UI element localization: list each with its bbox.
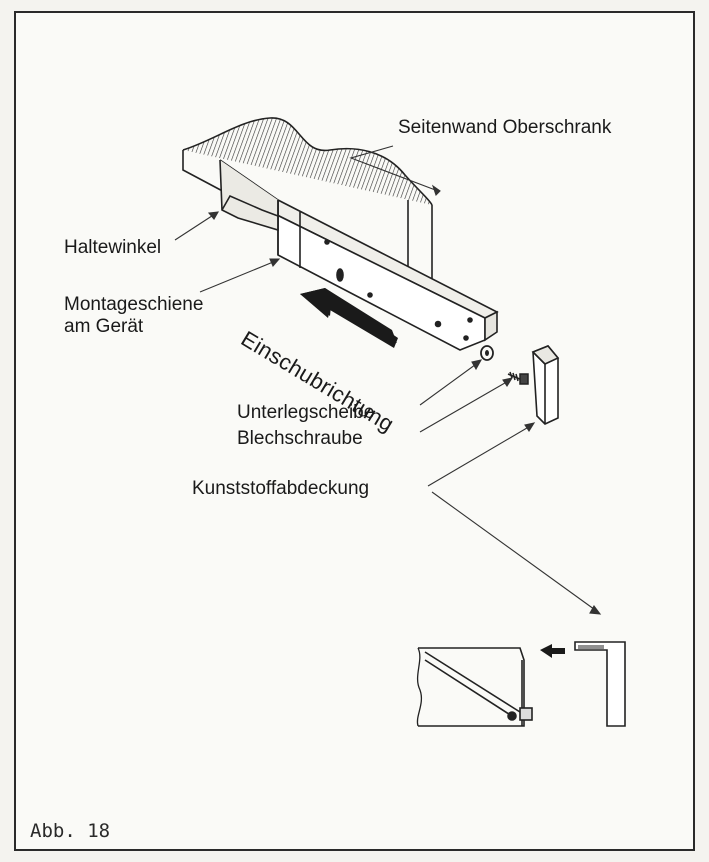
label-mounting-rail-line1: Montageschiene — [64, 294, 204, 315]
mounting-rail — [219, 159, 499, 351]
sheet-metal-screw — [507, 371, 529, 385]
plastic-cover — [531, 345, 560, 425]
label-side-wall: Seitenwand Oberschrank — [398, 117, 612, 138]
label-screw: Blechschraube — [237, 428, 363, 449]
label-mounting-rail-line2: am Gerät — [64, 316, 144, 337]
washer — [480, 345, 494, 361]
leader-lines — [174, 145, 602, 615]
detail-arrow — [540, 644, 565, 658]
label-plastic-cover: Kunststoffabdeckung — [192, 478, 370, 499]
label-bracket: Haltewinkel — [64, 237, 162, 258]
figure-caption: Abb. 18 — [30, 820, 111, 842]
label-washer: Unterlegscheibe — [237, 402, 375, 423]
insertion-arrow — [300, 288, 398, 348]
side-wall-panel — [182, 117, 433, 300]
detail-inset — [416, 641, 626, 727]
label-mounting-rail: Montageschiene am Gerät — [64, 294, 203, 338]
